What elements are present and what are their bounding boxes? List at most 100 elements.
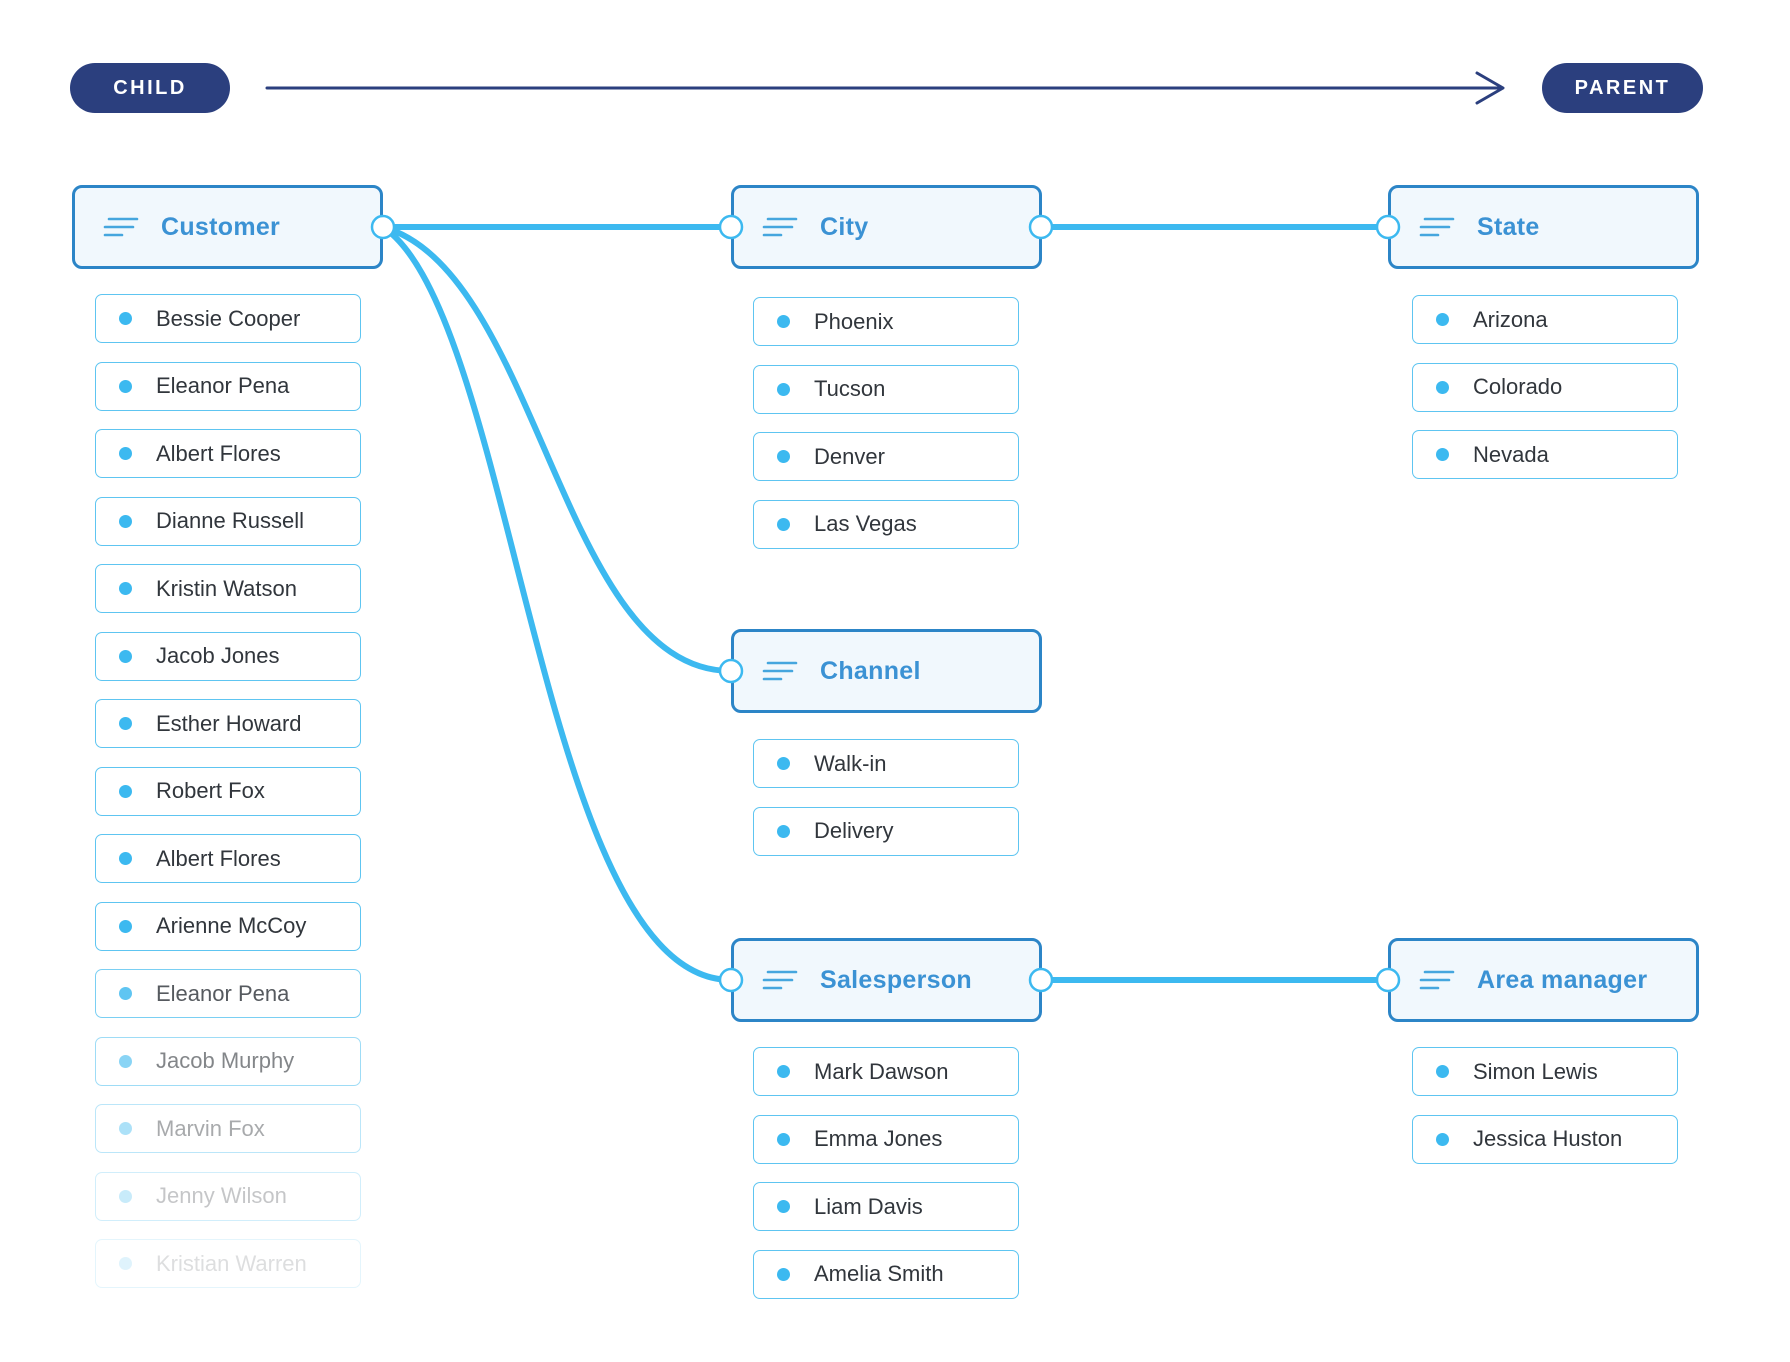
list-item[interactable]: Jessica Huston xyxy=(1412,1114,1678,1164)
bullet-icon xyxy=(777,1065,790,1078)
list-item[interactable]: Jacob Jones xyxy=(95,631,361,681)
list-item[interactable]: Denver xyxy=(753,432,1019,481)
item-label: Albert Flores xyxy=(156,845,281,871)
list-item[interactable]: Simon Lewis xyxy=(1412,1047,1678,1096)
list-item[interactable]: Arienne McCoy xyxy=(95,901,361,951)
list-state: Arizona Colorado Nevada xyxy=(1412,295,1678,479)
list-item[interactable]: Jacob Murphy xyxy=(95,1036,361,1086)
list-item[interactable]: Dianne Russell xyxy=(95,496,361,546)
item-label: Mark Dawson xyxy=(814,1058,949,1084)
item-label: Walk-in xyxy=(814,750,887,776)
item-label: Robert Fox xyxy=(156,778,265,803)
item-label: Las Vegas xyxy=(814,511,917,536)
group-header-customer[interactable]: Customer xyxy=(72,185,383,269)
item-label: Kristian Warren xyxy=(156,1250,307,1276)
list-salesperson: Mark Dawson Emma Jones Liam Davis Amelia… xyxy=(753,1047,1019,1299)
list-item[interactable]: Robert Fox xyxy=(95,766,361,816)
bullet-icon xyxy=(1436,1065,1449,1078)
item-label: Arizona xyxy=(1473,306,1548,332)
list-item[interactable]: Eleanor Pena xyxy=(95,969,361,1018)
list-item[interactable]: Phoenix xyxy=(753,297,1019,346)
item-label: Kristin Watson xyxy=(156,575,298,601)
group-title: Channel xyxy=(820,656,921,685)
item-label: Colorado xyxy=(1473,374,1563,399)
group-title: State xyxy=(1477,212,1540,241)
item-label: Bessie Cooper xyxy=(156,305,301,331)
legend-arrow-head-icon xyxy=(1475,71,1505,105)
bullet-icon xyxy=(777,517,790,531)
bullet-icon xyxy=(777,315,790,328)
bullet-icon xyxy=(119,1122,132,1135)
item-label: Amelia Smith xyxy=(814,1261,944,1286)
list-item[interactable]: Bessie Cooper xyxy=(95,294,361,343)
list-item[interactable]: Delivery xyxy=(753,806,1019,856)
bullet-icon xyxy=(1436,448,1449,461)
bullet-icon xyxy=(119,1054,132,1068)
bullet-icon xyxy=(777,450,790,463)
bullet-icon xyxy=(119,514,132,528)
item-label: Nevada xyxy=(1473,441,1549,467)
bullet-icon xyxy=(119,1257,132,1270)
list-city: Phoenix Tucson Denver Las Vegas xyxy=(753,297,1019,549)
list-lines-icon xyxy=(758,966,798,994)
list-area-manager: Simon Lewis Jessica Huston xyxy=(1412,1047,1678,1164)
list-item[interactable]: Amelia Smith xyxy=(753,1249,1019,1299)
item-label: Liam Davis xyxy=(814,1193,923,1219)
bullet-icon xyxy=(777,1200,790,1213)
connector-customer-channel xyxy=(380,224,734,674)
item-label: Simon Lewis xyxy=(1473,1058,1598,1084)
item-label: Jacob Jones xyxy=(156,643,280,668)
list-item[interactable]: Colorado xyxy=(1412,362,1678,412)
list-item[interactable]: Marvin Fox xyxy=(95,1104,361,1153)
list-item[interactable]: Walk-in xyxy=(753,739,1019,788)
list-item[interactable]: Arizona xyxy=(1412,295,1678,344)
list-item[interactable]: Esther Howard xyxy=(95,699,361,748)
list-lines-icon xyxy=(1415,966,1455,994)
list-customer: Bessie Cooper Eleanor Pena Albert Flores… xyxy=(95,294,361,1288)
bullet-icon xyxy=(777,1132,790,1146)
list-lines-icon xyxy=(758,213,798,241)
item-label: Esther Howard xyxy=(156,710,302,736)
bullet-icon xyxy=(1436,313,1449,326)
parent-legend-badge: PARENT xyxy=(1542,63,1703,113)
list-item[interactable]: Kristin Watson xyxy=(95,564,361,613)
bullet-icon xyxy=(119,919,132,933)
bullet-icon xyxy=(119,717,132,730)
list-item[interactable]: Jenny Wilson xyxy=(95,1171,361,1221)
bullet-icon xyxy=(777,382,790,396)
list-item[interactable]: Kristian Warren xyxy=(95,1239,361,1288)
group-title: Customer xyxy=(161,212,281,241)
bullet-icon xyxy=(777,757,790,770)
bullet-icon xyxy=(1436,1132,1449,1146)
item-label: Phoenix xyxy=(814,308,894,334)
bullet-icon xyxy=(119,582,132,595)
list-item[interactable]: Nevada xyxy=(1412,430,1678,479)
list-item[interactable]: Liam Davis xyxy=(753,1182,1019,1231)
bullet-icon xyxy=(119,1189,132,1203)
bullet-icon xyxy=(777,824,790,838)
group-header-area-manager[interactable]: Area manager xyxy=(1388,938,1699,1022)
list-item[interactable]: Eleanor Pena xyxy=(95,361,361,411)
list-item[interactable]: Tucson xyxy=(753,364,1019,414)
item-label: Arienne McCoy xyxy=(156,913,307,938)
group-header-state[interactable]: State xyxy=(1388,185,1699,269)
list-lines-icon xyxy=(758,657,798,685)
group-header-channel[interactable]: Channel xyxy=(731,629,1042,713)
bullet-icon xyxy=(119,987,132,1000)
item-label: Jacob Murphy xyxy=(156,1048,295,1073)
list-item[interactable]: Mark Dawson xyxy=(753,1047,1019,1096)
group-header-salesperson[interactable]: Salesperson xyxy=(731,938,1042,1022)
list-item[interactable]: Albert Flores xyxy=(95,429,361,478)
list-item[interactable]: Emma Jones xyxy=(753,1114,1019,1164)
bullet-icon xyxy=(119,649,132,663)
group-header-city[interactable]: City xyxy=(731,185,1042,269)
bullet-icon xyxy=(119,447,132,460)
bullet-icon xyxy=(119,312,132,325)
item-label: Eleanor Pena xyxy=(156,980,290,1006)
bullet-icon xyxy=(1436,380,1449,394)
item-label: Denver xyxy=(814,443,885,469)
list-item[interactable]: Albert Flores xyxy=(95,834,361,883)
list-item[interactable]: Las Vegas xyxy=(753,499,1019,549)
bullet-icon xyxy=(119,852,132,865)
